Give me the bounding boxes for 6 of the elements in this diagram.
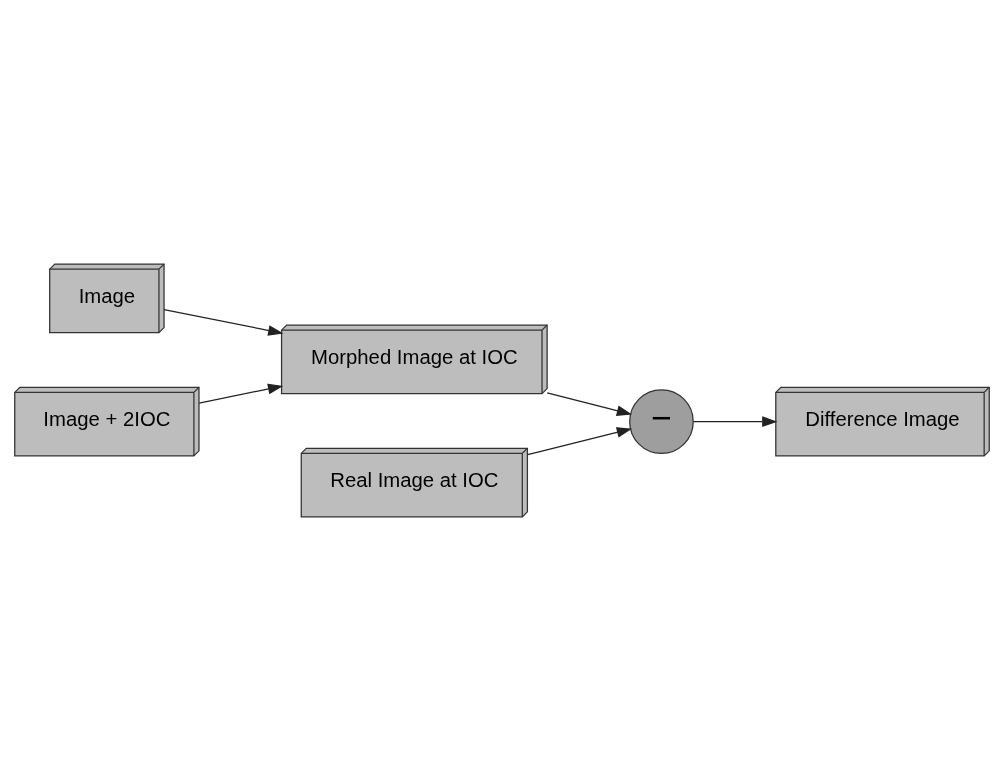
arrow <box>526 427 632 456</box>
arrow <box>692 416 777 427</box>
arrow <box>198 383 283 404</box>
arrow <box>162 308 283 336</box>
arrow <box>546 392 632 416</box>
node-circle: − <box>628 389 694 455</box>
